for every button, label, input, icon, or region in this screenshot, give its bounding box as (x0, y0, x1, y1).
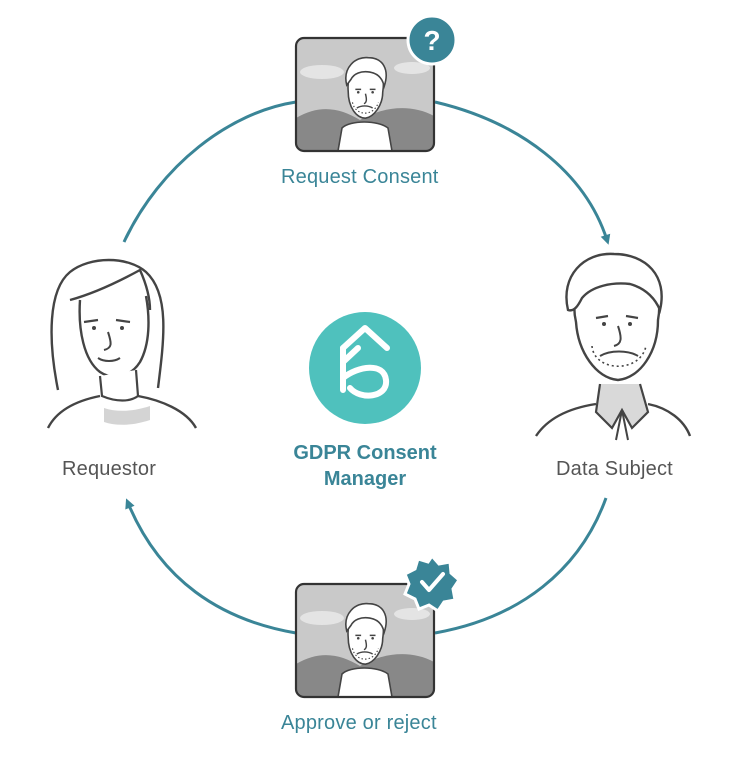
data-subject-label: Data Subject (556, 458, 673, 480)
request-consent-label: Request Consent (281, 166, 439, 188)
approve-reject-photo (294, 582, 436, 699)
question-badge-text: ? (423, 25, 440, 56)
center-title-line1: GDPR Consent (293, 442, 437, 464)
arc-subject-to-approve (434, 497, 608, 635)
man-avatar-icon (535, 252, 692, 441)
woman-avatar-icon (46, 258, 198, 429)
checkmark-badge-icon (403, 553, 461, 614)
question-icon: ? (406, 14, 458, 66)
center-title: GDPR Consent Manager (250, 440, 480, 492)
center-title-line2: Manager (323, 468, 407, 490)
arc-requestor-to-request (122, 100, 297, 243)
approve-reject-label: Approve or reject (281, 712, 437, 734)
consent-manager-logo-icon (309, 312, 421, 424)
arc-request-to-subject (434, 100, 611, 245)
requestor-label: Requestor (62, 458, 157, 480)
arc-approve-to-requestor (125, 498, 297, 635)
request-consent-photo (294, 36, 436, 153)
